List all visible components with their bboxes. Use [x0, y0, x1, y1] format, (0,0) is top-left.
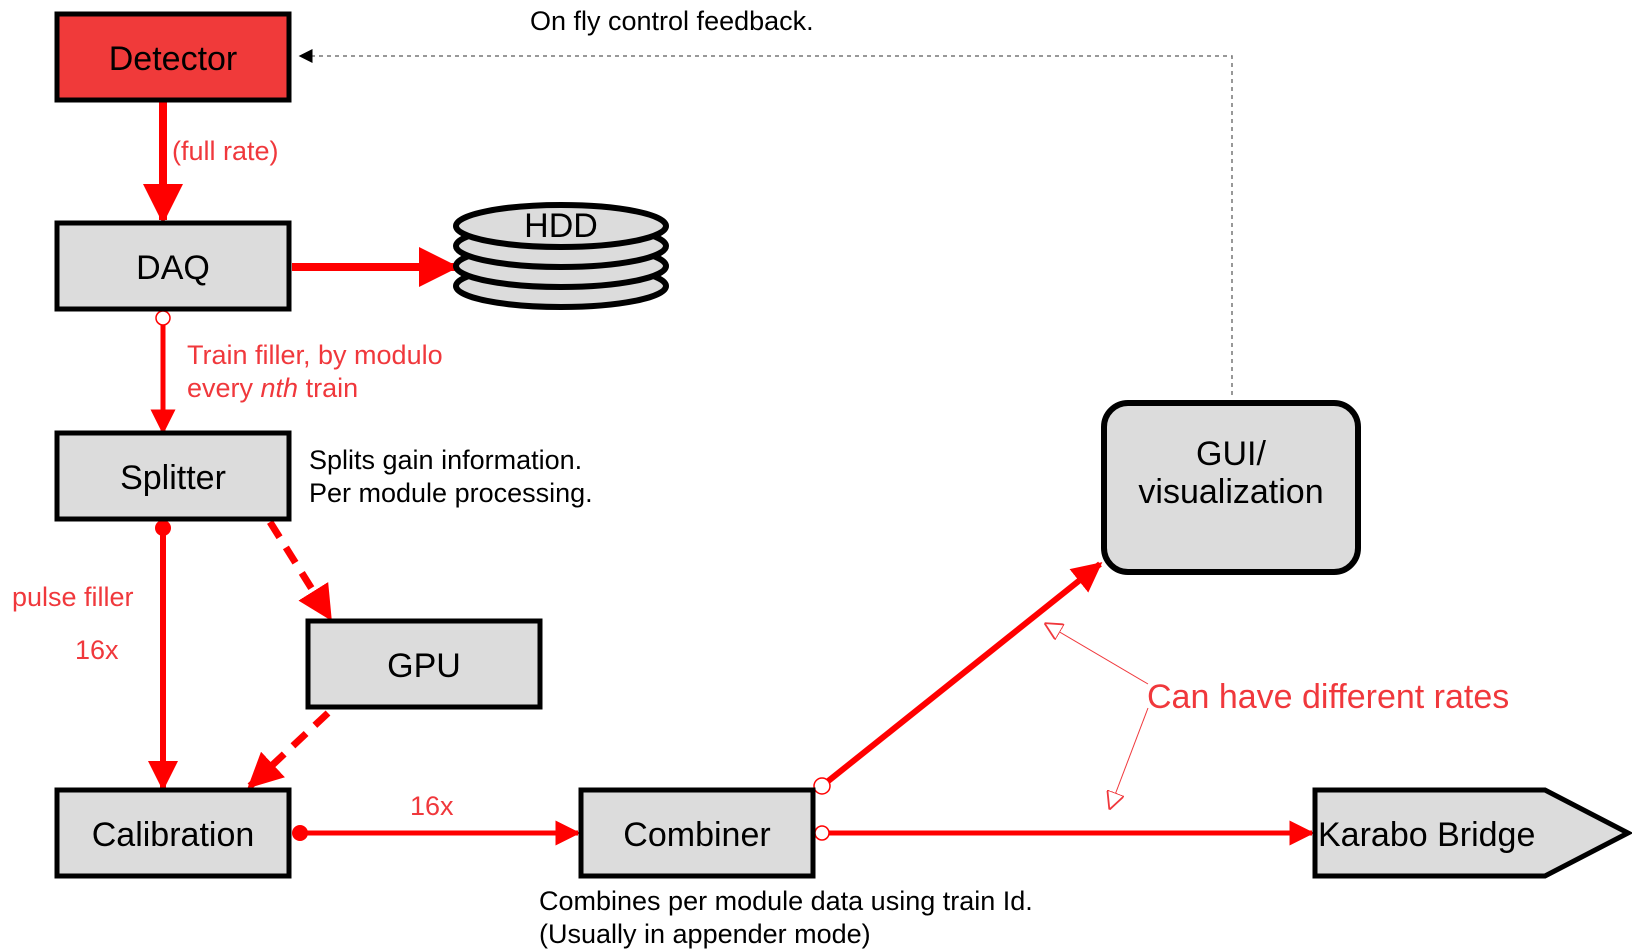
gui-label-line2: visualization — [1138, 473, 1323, 511]
detector-node: Detector — [54, 11, 292, 103]
karabo-bridge-label: Karabo Bridge — [1318, 816, 1535, 854]
combiner-gui-port — [813, 777, 831, 795]
count-mid-label: 16x — [410, 791, 454, 821]
gpu-to-calibration-dashed-arrow — [247, 710, 331, 789]
rates-callout-lower-arrow — [1110, 707, 1149, 808]
calibration-output-port — [292, 825, 308, 841]
rates-callout-upper-arrow — [1046, 624, 1149, 685]
pulse-filler-label: pulse filler — [12, 582, 134, 612]
gpu-node: GPU — [305, 618, 543, 710]
hdd-label: HDD — [524, 207, 598, 245]
splitter-to-gpu-dashed-arrow — [267, 520, 333, 621]
combiner-note-line1: Combines per module data using train Id. — [539, 886, 1033, 916]
gui-label-line1: GUI/ — [1196, 435, 1266, 473]
combiner-node: Combiner — [578, 787, 816, 879]
splitter-note-line1: Splits gain information. — [309, 445, 582, 475]
splitter-node: Splitter — [54, 430, 292, 522]
gui-node: GUI/ visualization — [1101, 400, 1361, 575]
splitter-label: Splitter — [120, 459, 226, 497]
gpu-label: GPU — [387, 647, 461, 685]
different-rates-label: Can have different rates — [1147, 678, 1509, 716]
combiner-karabo-port — [814, 825, 830, 841]
daq-node: DAQ — [54, 220, 292, 312]
calibration-label: Calibration — [92, 816, 255, 854]
hdd-node: HDD — [453, 202, 669, 310]
count-left-label: 16x — [75, 635, 119, 665]
combiner-note-line2: (Usually in appender mode) — [539, 919, 871, 949]
combiner-to-gui-arrow — [820, 561, 1103, 789]
full-rate-label: (full rate) — [172, 136, 279, 166]
calibration-node: Calibration — [54, 787, 292, 879]
hdd-disk-1 — [453, 202, 669, 250]
splitter-note-line2: Per module processing. — [309, 478, 593, 508]
train-filler-label-line2: every nth train — [187, 373, 358, 403]
train-filler-label-line1: Train filler, by modulo — [187, 340, 443, 370]
combiner-label: Combiner — [623, 816, 770, 854]
karabo-bridge-node: Karabo Bridge — [1312, 787, 1632, 879]
feedback-label: On fly control feedback. — [530, 6, 814, 36]
feedback-dashed-line — [298, 49, 1233, 395]
detector-label: Detector — [109, 40, 238, 78]
daq-output-port — [155, 310, 171, 326]
daq-label: DAQ — [136, 249, 210, 287]
splitter-output-port — [155, 520, 171, 536]
